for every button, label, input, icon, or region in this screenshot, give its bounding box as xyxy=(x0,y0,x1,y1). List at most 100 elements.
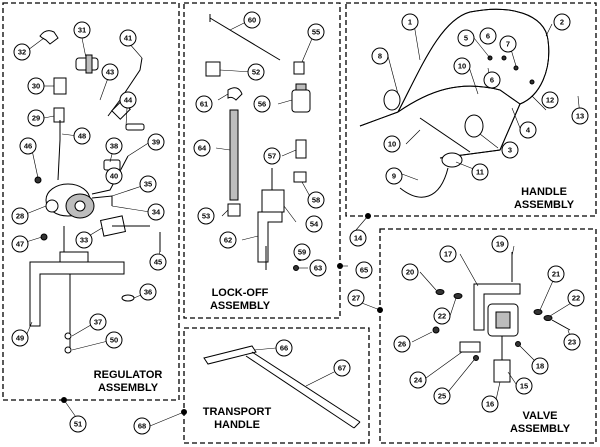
callout-9[interactable]: 9 xyxy=(385,167,403,185)
callout-10-top[interactable]: 10 xyxy=(453,57,471,75)
callout-49[interactable]: 49 xyxy=(11,329,29,347)
svg-text:1: 1 xyxy=(408,18,412,27)
callout-61[interactable]: 61 xyxy=(195,95,213,113)
callout-20[interactable]: 20 xyxy=(401,263,419,281)
svg-text:37: 37 xyxy=(94,318,102,327)
svg-text:26: 26 xyxy=(398,340,406,349)
callout-7[interactable]: 7 xyxy=(499,35,517,53)
svg-text:13: 13 xyxy=(576,112,584,121)
callout-53[interactable]: 53 xyxy=(197,207,215,225)
callout-1[interactable]: 1 xyxy=(401,13,419,31)
svg-text:36: 36 xyxy=(144,288,152,297)
callout-39[interactable]: 39 xyxy=(147,133,165,151)
callout-23[interactable]: 23 xyxy=(563,333,581,351)
callout-58[interactable]: 58 xyxy=(307,191,325,209)
callout-52[interactable]: 52 xyxy=(247,63,265,81)
transport-drawing xyxy=(203,345,361,429)
callout-55[interactable]: 55 xyxy=(307,23,325,41)
callout-67[interactable]: 67 xyxy=(333,359,351,377)
svg-text:64: 64 xyxy=(198,144,207,153)
svg-text:21: 21 xyxy=(552,270,560,279)
callout-66[interactable]: 66 xyxy=(275,339,293,357)
callout-28[interactable]: 28 xyxy=(11,207,29,225)
callout-17[interactable]: 17 xyxy=(439,245,457,263)
callout-11[interactable]: 11 xyxy=(471,163,489,181)
callout-51[interactable]: 51 xyxy=(69,415,87,433)
callout-18[interactable]: 18 xyxy=(531,357,549,375)
callout-29[interactable]: 29 xyxy=(27,109,45,127)
callout-13[interactable]: 13 xyxy=(571,107,589,125)
callout-6b[interactable]: 6 xyxy=(483,71,501,89)
callout-37[interactable]: 37 xyxy=(89,313,107,331)
svg-text:44: 44 xyxy=(124,96,133,105)
callout-60[interactable]: 60 xyxy=(243,11,261,29)
callout-6[interactable]: 6 xyxy=(479,27,497,45)
callout-3[interactable]: 3 xyxy=(501,141,519,159)
svg-text:40: 40 xyxy=(110,172,118,181)
callout-31[interactable]: 31 xyxy=(73,21,91,39)
callout-47[interactable]: 47 xyxy=(11,235,29,253)
svg-text:31: 31 xyxy=(78,26,86,35)
svg-text:29: 29 xyxy=(32,114,40,123)
callout-54[interactable]: 54 xyxy=(305,215,323,233)
callout-32[interactable]: 32 xyxy=(13,43,31,61)
callout-12[interactable]: 12 xyxy=(541,91,559,109)
callout-2[interactable]: 2 xyxy=(553,13,571,31)
callout-36[interactable]: 36 xyxy=(139,283,157,301)
svg-text:23: 23 xyxy=(568,338,576,347)
svg-text:25: 25 xyxy=(438,392,446,401)
callout-26[interactable]: 26 xyxy=(393,335,411,353)
callout-57[interactable]: 57 xyxy=(263,147,281,165)
callout-34[interactable]: 34 xyxy=(147,203,165,221)
callout-8[interactable]: 8 xyxy=(371,47,389,65)
callout-48[interactable]: 48 xyxy=(73,127,91,145)
callout-64[interactable]: 64 xyxy=(193,139,211,157)
callout-50[interactable]: 50 xyxy=(105,331,123,349)
svg-text:35: 35 xyxy=(144,180,152,189)
svg-text:17: 17 xyxy=(444,250,452,259)
callout-5[interactable]: 5 xyxy=(457,29,475,47)
callout-16[interactable]: 16 xyxy=(481,395,499,413)
callout-4[interactable]: 4 xyxy=(519,121,537,139)
callout-44[interactable]: 44 xyxy=(119,91,137,109)
callout-33[interactable]: 33 xyxy=(75,231,93,249)
svg-text:52: 52 xyxy=(252,68,260,77)
svg-text:12: 12 xyxy=(546,96,554,105)
callout-43[interactable]: 43 xyxy=(101,63,119,81)
svg-text:59: 59 xyxy=(298,248,306,257)
svg-text:10: 10 xyxy=(458,62,466,71)
callout-25[interactable]: 25 xyxy=(433,387,451,405)
callout-10-bottom[interactable]: 10 xyxy=(383,135,401,153)
callout-56[interactable]: 56 xyxy=(253,95,271,113)
callout-38[interactable]: 38 xyxy=(105,137,123,155)
callout-14[interactable]: 14 xyxy=(349,229,367,247)
svg-text:43: 43 xyxy=(106,68,114,77)
callout-30[interactable]: 30 xyxy=(27,77,45,95)
callout-41[interactable]: 41 xyxy=(119,29,137,47)
svg-text:16: 16 xyxy=(486,400,494,409)
svg-text:32: 32 xyxy=(18,48,26,57)
callout-35[interactable]: 35 xyxy=(139,175,157,193)
callout-68[interactable]: 68 xyxy=(133,417,151,435)
svg-text:5: 5 xyxy=(464,34,468,43)
callout-40[interactable]: 40 xyxy=(105,167,123,185)
callout-45[interactable]: 45 xyxy=(149,253,167,271)
callout-15[interactable]: 15 xyxy=(515,377,533,395)
callout-22-left[interactable]: 22 xyxy=(433,307,451,325)
callout-22-right[interactable]: 22 xyxy=(567,289,585,307)
callout-19[interactable]: 19 xyxy=(491,235,509,253)
callout-65[interactable]: 65 xyxy=(355,261,373,279)
svg-text:33: 33 xyxy=(80,236,88,245)
callout-21[interactable]: 21 xyxy=(547,265,565,283)
callout-63[interactable]: 63 xyxy=(309,259,327,277)
callout-27[interactable]: 27 xyxy=(347,289,365,307)
callout-46[interactable]: 46 xyxy=(19,137,37,155)
svg-text:19: 19 xyxy=(496,240,504,249)
regulator-drawing xyxy=(29,30,161,354)
svg-text:58: 58 xyxy=(312,196,320,205)
callout-24[interactable]: 24 xyxy=(409,371,427,389)
callout-59[interactable]: 59 xyxy=(293,243,311,261)
callout-62[interactable]: 62 xyxy=(219,231,237,249)
